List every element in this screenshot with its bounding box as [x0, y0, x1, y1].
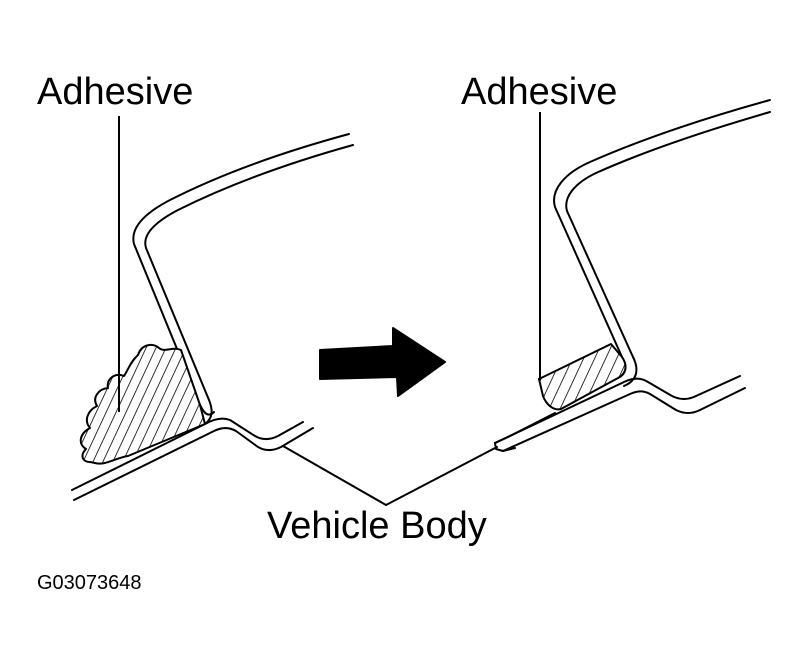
left-glass-inner [144, 144, 354, 425]
right-arrow-icon [319, 327, 446, 397]
figure-code: G03073648 [37, 572, 142, 594]
vehicle-body-leaders [282, 445, 498, 506]
right-adhesive-bead [538, 343, 627, 411]
left-body-flange-upper [71, 417, 304, 491]
right-glass-inner [565, 111, 771, 387]
right-assembly [494, 99, 771, 452]
left-glass-outer [132, 133, 350, 416]
right-trim-edge-2 [502, 447, 516, 452]
right-body-flange-lower [502, 387, 746, 452]
vehicle-body-label: Vehicle Body [267, 505, 487, 547]
adhesive-label-left: Adhesive [37, 71, 194, 113]
adhesive-label-right: Adhesive [461, 71, 618, 113]
right-glass-outer [553, 99, 771, 379]
right-trim-edge-3 [494, 442, 504, 452]
right-body-flange-upper [494, 375, 741, 444]
left-adhesive-bead [79, 343, 206, 465]
left-assembly [71, 133, 354, 501]
right-trim-edge-1 [494, 412, 556, 444]
left-body-flange-lower [73, 427, 314, 501]
